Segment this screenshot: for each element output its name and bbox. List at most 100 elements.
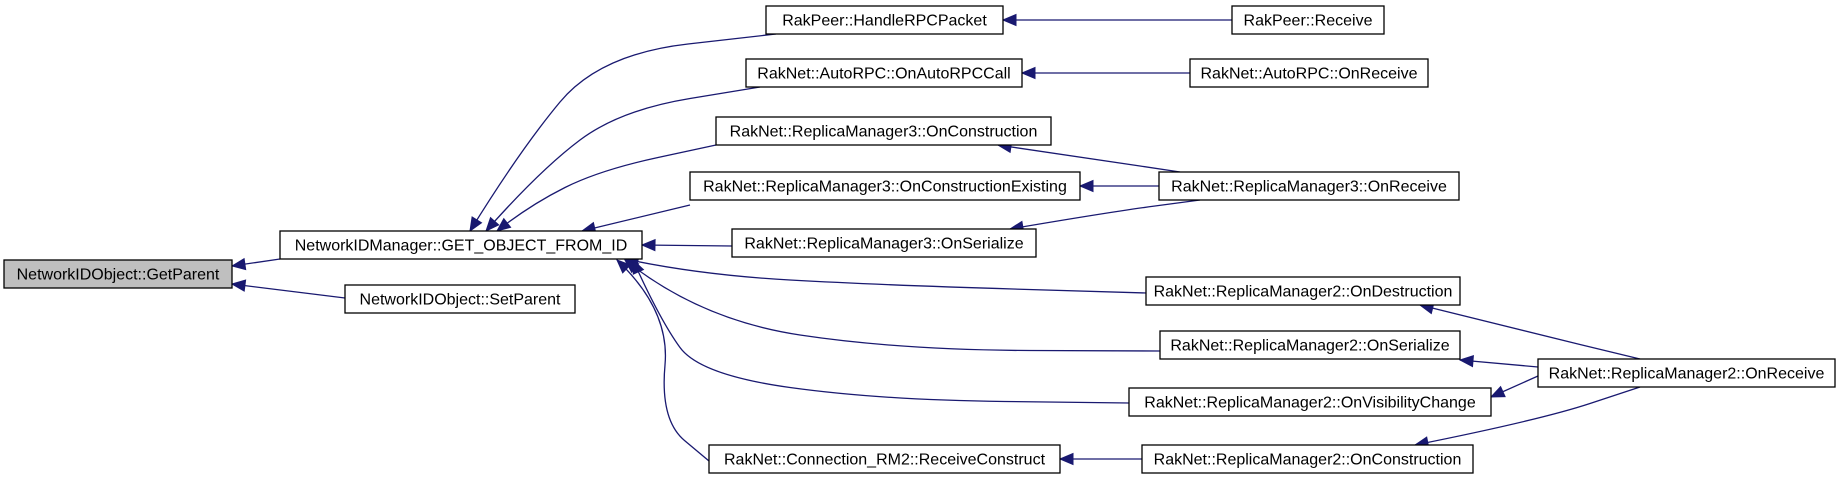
edge-rm3_con-to-getobj xyxy=(495,144,717,232)
edge-autorpc_recv-to-autorpc_call xyxy=(1020,66,1190,80)
edge-line xyxy=(1414,386,1641,446)
node-label: RakNet::ReplicaManager2::OnSerialize xyxy=(1170,338,1449,355)
node-label: RakNet::ReplicaManager2::OnReceive xyxy=(1549,366,1825,383)
node-box xyxy=(1159,330,1461,360)
node-box xyxy=(1231,5,1385,35)
node-label: RakNet::ReplicaManager2::OnConstruction xyxy=(1154,452,1462,469)
node-box xyxy=(689,171,1081,201)
arrow-head-icon xyxy=(616,259,632,274)
node-label: RakNet::AutoRPC::OnReceive xyxy=(1201,66,1418,83)
node-box xyxy=(1141,444,1474,474)
edge-line xyxy=(997,144,1181,173)
node-box xyxy=(1537,358,1836,388)
edge-line xyxy=(581,204,691,232)
edge-line xyxy=(641,244,733,247)
node-box xyxy=(715,116,1052,146)
arrow-head-icon xyxy=(230,279,247,292)
node-box xyxy=(745,58,1023,88)
arrow-head-icon xyxy=(485,216,500,232)
node-label: RakNet::ReplicaManager3::OnConstructionE… xyxy=(703,179,1067,196)
edge-line xyxy=(616,259,710,462)
arrow-head-icon xyxy=(632,258,645,275)
node-label: RakNet::ReplicaManager3::OnReceive xyxy=(1171,179,1447,196)
node-rm2_con[interactable]: RakNet::ReplicaManager2::OnConstruction xyxy=(1141,444,1474,474)
edge-line xyxy=(231,283,346,299)
arrow-head-icon xyxy=(1020,66,1036,80)
edge-rm2_ser-to-getobj xyxy=(624,259,1161,352)
edge-rakpeer_recv-to-handlerpc xyxy=(1001,13,1232,27)
node-rm2_recv[interactable]: RakNet::ReplicaManager2::OnReceive xyxy=(1537,358,1836,388)
node-label: RakNet::ReplicaManager2::OnDestruction xyxy=(1154,284,1453,301)
edge-getobj-to-getparent xyxy=(230,257,281,271)
node-label: RakNet::ReplicaManager2::OnVisibilityCha… xyxy=(1144,395,1476,412)
edge-conn_rm2-to-getobj xyxy=(616,259,710,462)
edge-line xyxy=(1009,199,1201,230)
node-box xyxy=(1158,171,1460,201)
arrow-head-icon xyxy=(469,216,483,233)
edge-rm2_des-to-getobj xyxy=(623,255,1147,294)
arrow-head-icon xyxy=(495,217,512,232)
edge-rm2_vis-to-getobj xyxy=(632,258,1130,404)
node-label: RakNet::AutoRPC::OnAutoRPCCall xyxy=(757,66,1010,83)
node-label: RakPeer::Receive xyxy=(1244,13,1373,30)
node-box xyxy=(1145,276,1461,306)
node-label: RakNet::Connection_RM2::ReceiveConstruct xyxy=(724,452,1046,469)
edge-rm3_conex-to-getobj xyxy=(580,204,691,234)
edge-line xyxy=(624,259,1161,352)
node-rakpeer_recv[interactable]: RakPeer::Receive xyxy=(1231,5,1385,35)
node-label: NetworkIDObject::SetParent xyxy=(360,292,562,309)
node-layer: NetworkIDObject::GetParent NetworkIDManag… xyxy=(3,5,1836,474)
edge-line xyxy=(624,258,1147,294)
edge-line xyxy=(632,259,1130,404)
node-label: RakNet::ReplicaManager3::OnSerialize xyxy=(744,236,1023,253)
arrow-head-icon xyxy=(230,257,247,271)
node-rm2_vis[interactable]: RakNet::ReplicaManager2::OnVisibilityCha… xyxy=(1128,387,1492,417)
arrow-head-icon xyxy=(1001,13,1017,27)
arrow-head-icon xyxy=(1058,452,1074,466)
edge-rm3_recv-to-rm3_ser xyxy=(1008,199,1201,233)
node-box xyxy=(344,284,576,314)
edge-rm2_recv-to-rm2_vis xyxy=(1489,375,1539,398)
edge-rm2_con-to-conn_rm2 xyxy=(1058,452,1142,466)
node-box xyxy=(279,230,643,260)
node-rm3_ser[interactable]: RakNet::ReplicaManager3::OnSerialize xyxy=(731,228,1037,258)
edge-rm3_ser-to-getobj xyxy=(640,238,733,252)
node-autorpc_call[interactable]: RakNet::AutoRPC::OnAutoRPCCall xyxy=(745,58,1023,88)
node-rm3_recv[interactable]: RakNet::ReplicaManager3::OnReceive xyxy=(1158,171,1460,201)
edge-rm2_recv-to-rm2_ser xyxy=(1458,354,1539,368)
node-box xyxy=(765,5,1004,35)
node-rm3_con[interactable]: RakNet::ReplicaManager3::OnConstruction xyxy=(715,116,1052,146)
node-handlerpc[interactable]: RakPeer::HandleRPCPacket xyxy=(765,5,1004,35)
edge-line xyxy=(496,144,717,232)
node-rm2_des[interactable]: RakNet::ReplicaManager2::OnDestruction xyxy=(1145,276,1461,306)
arrow-head-icon xyxy=(1458,354,1474,368)
node-label: NetworkIDObject::GetParent xyxy=(17,267,220,284)
node-box xyxy=(731,228,1037,258)
arrow-head-icon xyxy=(1489,385,1506,398)
arrow-head-icon xyxy=(640,238,656,252)
edge-rm3_recv-to-rm3_con xyxy=(996,140,1181,173)
node-getparent: NetworkIDObject::GetParent xyxy=(3,259,233,289)
node-box xyxy=(708,444,1061,474)
edge-handlerpc-to-getobj xyxy=(469,33,777,233)
node-getobj[interactable]: NetworkIDManager::GET_OBJECT_FROM_ID xyxy=(279,230,643,260)
edge-rm3_recv-to-rm3_conex xyxy=(1078,179,1159,193)
node-label: RakNet::ReplicaManager3::OnConstruction xyxy=(730,124,1038,141)
node-rm2_ser[interactable]: RakNet::ReplicaManager2::OnSerialize xyxy=(1159,330,1461,360)
edge-autorpc_call-to-getobj xyxy=(485,86,761,232)
edge-line xyxy=(469,33,777,232)
edge-line xyxy=(1419,304,1641,360)
node-label: NetworkIDManager::GET_OBJECT_FROM_ID xyxy=(295,238,628,255)
edge-line xyxy=(485,86,761,232)
node-conn_rm2[interactable]: RakNet::Connection_RM2::ReceiveConstruct xyxy=(708,444,1061,474)
node-box xyxy=(1128,387,1492,417)
node-box xyxy=(3,259,233,289)
node-box xyxy=(1189,58,1429,88)
edge-setparent-to-getparent xyxy=(230,279,346,299)
node-setparent[interactable]: NetworkIDObject::SetParent xyxy=(344,284,576,314)
node-rm3_conex[interactable]: RakNet::ReplicaManager3::OnConstructionE… xyxy=(689,171,1081,201)
node-autorpc_recv[interactable]: RakNet::AutoRPC::OnReceive xyxy=(1189,58,1429,88)
node-label: RakPeer::HandleRPCPacket xyxy=(782,13,987,30)
arrow-head-icon xyxy=(1078,179,1094,193)
